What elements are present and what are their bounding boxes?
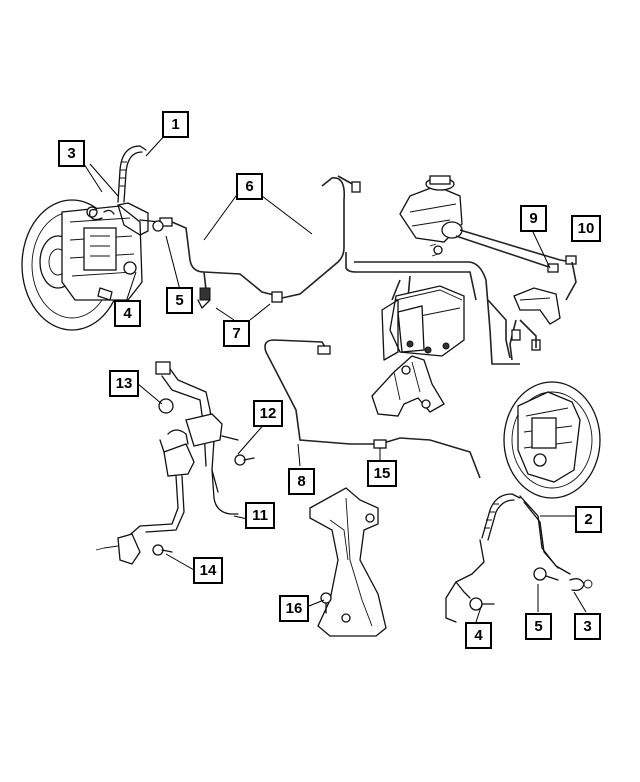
- callout-6[interactable]: 6: [236, 173, 263, 200]
- front-right-brake-assembly: [503, 381, 601, 499]
- callout-2[interactable]: 2: [575, 506, 602, 533]
- callout-3-front-right[interactable]: 3: [574, 613, 601, 640]
- callout-3-front-left[interactable]: 3: [58, 140, 85, 167]
- line-bracket-right: [513, 287, 561, 325]
- front-brake-hose-right: [445, 493, 593, 623]
- front-left-brake-lines: [171, 175, 361, 309]
- front-brake-hose-left: [88, 145, 173, 236]
- callout-7[interactable]: 7: [223, 320, 250, 347]
- rear-brake-lines: [264, 319, 541, 479]
- callout-8[interactable]: 8: [288, 468, 315, 495]
- callout-12[interactable]: 12: [253, 400, 283, 427]
- callout-4-front-right[interactable]: 4: [465, 622, 492, 649]
- callout-5-front-left[interactable]: 5: [166, 287, 193, 314]
- callout-4-front-left[interactable]: 4: [114, 300, 141, 327]
- callout-1[interactable]: 1: [162, 111, 189, 138]
- callout-14[interactable]: 14: [193, 557, 223, 584]
- callout-5-front-right[interactable]: 5: [525, 613, 552, 640]
- front-left-brake-assembly: [21, 199, 143, 331]
- master-cylinder-reservoir: [399, 175, 577, 301]
- callout-9[interactable]: 9: [520, 205, 547, 232]
- callout-13[interactable]: 13: [109, 370, 139, 397]
- callout-15[interactable]: 15: [367, 460, 397, 487]
- callout-11[interactable]: 11: [245, 502, 275, 529]
- wheel-speed-sensor-assembly: [95, 361, 255, 565]
- callout-16[interactable]: 16: [279, 595, 309, 622]
- abs-hydraulic-control-unit: [345, 252, 520, 417]
- rear-brake-line-bracket: [309, 487, 387, 637]
- callout-10[interactable]: 10: [571, 215, 601, 242]
- leader-lines: [83, 133, 587, 623]
